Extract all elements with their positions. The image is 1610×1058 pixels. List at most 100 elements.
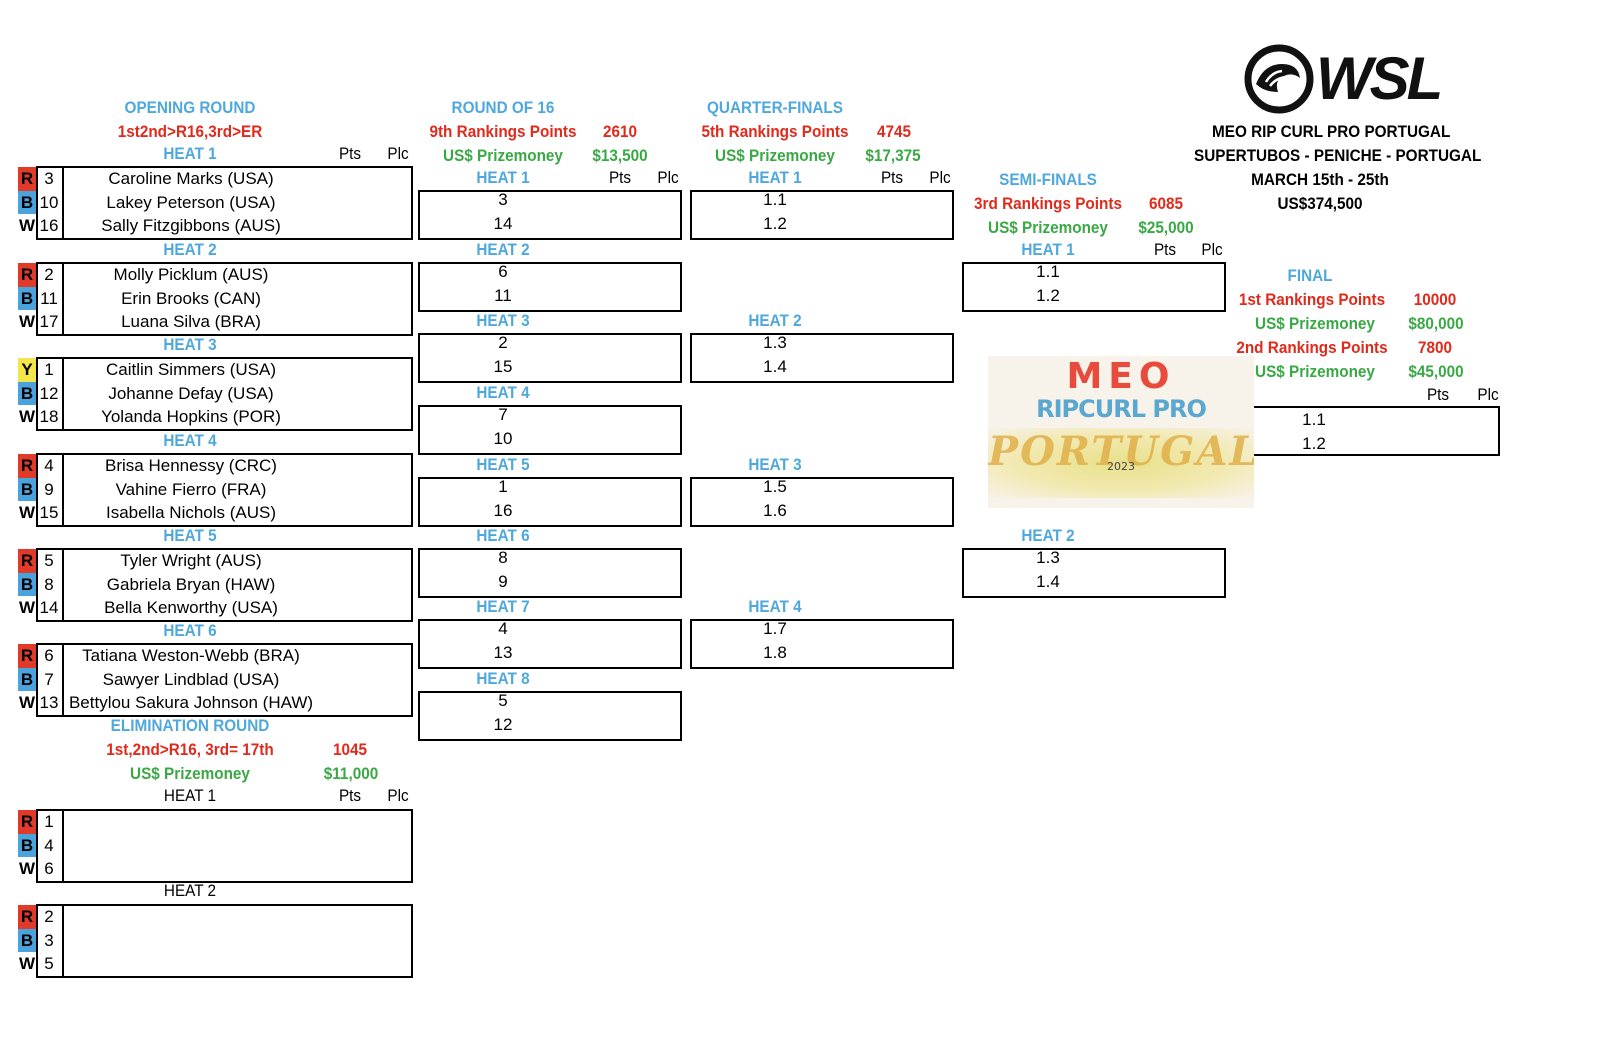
round_of_16-seed: 1 [498,477,508,496]
elimination-round-prize: $11,000 [323,764,379,783]
surfer-name: Tatiana Weston-Webb (BRA) [82,646,300,665]
round_of_16-heat-box [418,190,682,240]
final-second-prize: $45,000 [1408,362,1464,381]
opening-pts-header: Pts [338,144,362,163]
sf-points: 6085 [1148,194,1184,213]
final-seed-2: 1.2 [1302,434,1326,453]
surfer-name: Gabriela Bryan (HAW) [106,575,276,594]
surfer-seed: 4 [36,454,64,478]
event-logo-ripcurl: RIPCURL PRO [1036,395,1207,423]
surfer-seed: 6 [36,857,64,881]
surfer-seed: 13 [36,691,64,715]
quarter_finals-heat-box [690,190,954,240]
opening-heat-box [36,166,413,240]
surfer-seed: 10 [36,191,64,215]
surfer-name: Luana Silva (BRA) [121,312,261,331]
opening-heat-label: HEAT 5 [163,526,217,545]
round_of_16-heat-label: HEAT 3 [476,311,530,330]
surfer-name: Bettylou Sakura Johnson (HAW) [68,693,314,712]
semi_finals-seed: 1.4 [1036,572,1060,591]
quarter_finals-heat-box [690,619,954,669]
opening-heat-box [36,548,413,622]
surfer-name: Caitlin Simmers (USA) [105,360,277,379]
surfer-name: Erin Brooks (CAN) [121,289,261,308]
surfer-seed: 1 [36,358,64,382]
quarter_finals-pts-header: Pts [880,168,904,187]
r16-title: ROUND OF 16 [451,98,555,117]
semi_finals-heat-label: HEAT 1 [1021,240,1075,259]
surfer-seed: 16 [36,214,64,238]
semi_finals-pts-header: Pts [1153,240,1177,259]
surfer-seed: 17 [36,310,64,334]
final-second-label: 2nd Rankings Points [1236,338,1388,357]
jersey-color-B: B [18,929,36,953]
surfer-name: Vahine Fierro (FRA) [115,480,267,499]
elimination-round-prize-label: US$ Prizemoney [130,764,250,783]
elimination-heat-label: HEAT 2 [163,881,217,900]
semi_finals-seed: 1.2 [1036,286,1060,305]
round_of_16-heat-label: HEAT 1 [476,168,530,187]
surfer-seed: 7 [36,668,64,692]
surfer-seed: 1 [36,810,64,834]
round_of_16-heat-box [418,262,682,312]
final-seed-1: 1.1 [1302,410,1326,429]
quarter_finals-heat-label: HEAT 3 [748,455,802,474]
round_of_16-heat-label: HEAT 7 [476,597,530,616]
opening-heat-label: HEAT 4 [163,431,217,450]
final-second-points: 7800 [1417,338,1453,357]
quarter_finals-seed: 1.8 [763,643,787,662]
surfer-name: Molly Picklum (AUS) [113,265,269,284]
wsl-wave-icon [1244,44,1314,114]
round_of_16-seed: 3 [498,190,508,209]
elimination-heat-box [36,809,413,883]
quarter_finals-heat-box [690,477,954,527]
round_of_16-heat-box [418,691,682,741]
jersey-color-W: W [18,857,36,881]
jersey-color-R: R [18,263,36,287]
round_of_16-seed: 11 [494,286,512,305]
opening-heat-label: HEAT 1 [163,144,217,163]
sf-points-label: 3rd Rankings Points [974,194,1122,213]
surfer-seed: 9 [36,478,64,502]
jersey-color-B: B [18,834,36,858]
jersey-color-R: R [18,905,36,929]
round_of_16-seed: 8 [498,548,508,567]
jersey-color-B: B [18,573,36,597]
round_of_16-heat-label: HEAT 2 [476,240,530,259]
opening-heat-label: HEAT 3 [163,335,217,354]
jersey-color-W: W [18,596,36,620]
jersey-color-R: R [18,810,36,834]
round_of_16-heat-box [418,548,682,598]
surfer-name: Brisa Hennessy (CRC) [105,456,277,475]
round_of_16-seed: 9 [498,572,508,591]
opening-heat-label: HEAT 6 [163,621,217,640]
semi_finals-seed: 1.3 [1036,548,1060,567]
surfer-name: Bella Kenworthy (USA) [104,598,278,617]
semi_finals-heat-label: HEAT 2 [1021,526,1075,545]
event-purse: US$374,500 [1277,194,1363,213]
round_of_16-heat-box [418,477,682,527]
surfer-name: Tyler Wright (AUS) [120,551,262,570]
round_of_16-heat-label: HEAT 6 [476,526,530,545]
final-title: FINAL [1287,266,1333,285]
surfer-seed: 5 [36,952,64,976]
surfer-name: Lakey Peterson (USA) [106,193,276,212]
jersey-color-R: R [18,549,36,573]
jersey-color-B: B [18,287,36,311]
qf-title: QUARTER-FINALS [706,98,843,117]
quarter_finals-heat-label: HEAT 2 [748,311,802,330]
surfer-seed: 12 [36,382,64,406]
qf-points-label: 5th Rankings Points [701,122,849,141]
quarter_finals-plc-header: Plc [929,168,951,187]
r16-points-label: 9th Rankings Points [429,122,577,141]
surfer-seed: 2 [36,263,64,287]
round_of_16-seed: 6 [498,262,508,281]
elimination-heat-label: HEAT 1 [163,786,217,805]
round_of_16-seed: 15 [493,357,513,376]
semi_finals-heat-box [962,262,1226,312]
elimination-round-points: 1045 [332,740,368,759]
jersey-color-W: W [18,952,36,976]
final-first-points: 10000 [1413,290,1457,309]
final-first-prize-label: US$ Prizemoney [1255,314,1375,333]
round_of_16-heat-label: HEAT 8 [476,669,530,688]
